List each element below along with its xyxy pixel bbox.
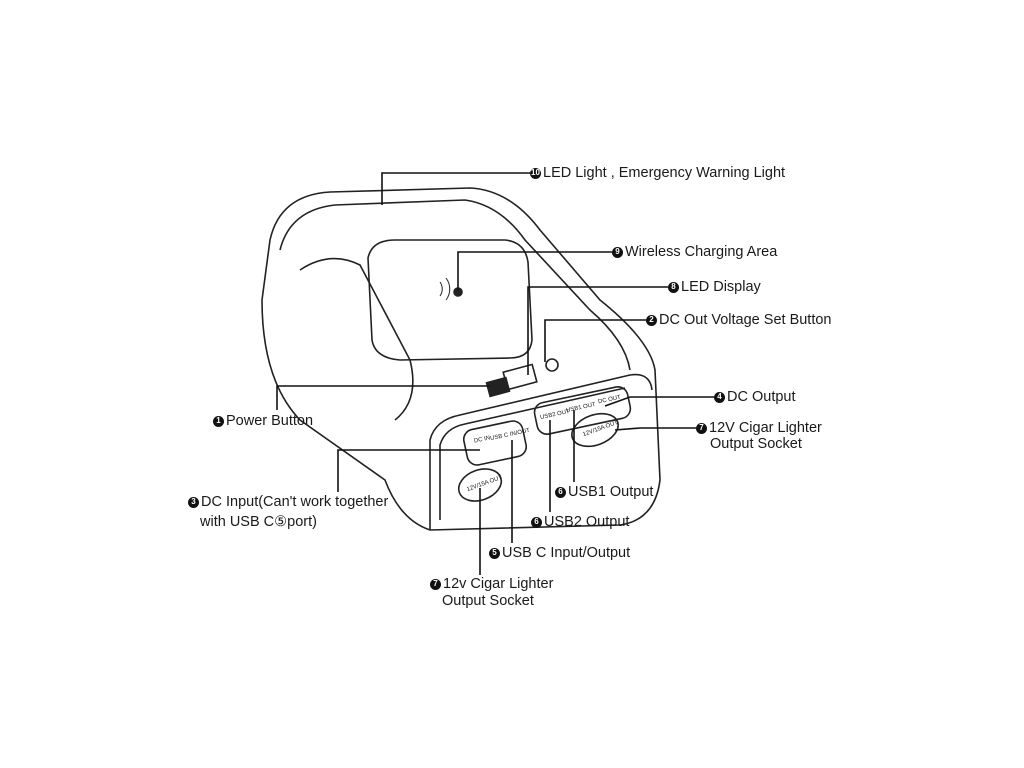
callout-text: LED Display: [681, 279, 761, 295]
number-badge: 7: [696, 422, 707, 434]
led-display: [502, 363, 538, 391]
callout-text: USB1 Output: [568, 484, 654, 500]
callout-text: USB2 Output: [544, 514, 630, 530]
device-body: [261, 187, 661, 531]
number-badge: 8: [668, 281, 679, 293]
number-badge: 2: [646, 314, 657, 326]
number-badge: 4: [714, 391, 725, 403]
number-badge: 3: [188, 496, 199, 508]
wireless-icon: [439, 277, 451, 301]
callout-text: Power Button: [226, 413, 314, 429]
callout-text: Wireless Charging Area: [625, 244, 778, 260]
callout-text-line2: with USB C⑤port): [200, 514, 317, 530]
number-badge: 5: [489, 547, 500, 559]
port-panel-right: [533, 386, 632, 435]
callout-text: 12v Cigar Lighter: [443, 576, 554, 592]
voltage-set-button: [545, 358, 559, 372]
callout-text: 12V Cigar Lighter: [709, 420, 822, 436]
callout-text: DC Out Voltage Set Button: [659, 312, 832, 328]
callout-text: LED Light , Emergency Warning Light: [543, 165, 786, 181]
leader-lines: [276, 172, 714, 575]
number-badge: 7: [430, 578, 441, 590]
callout-text-line2: Output Socket: [442, 593, 534, 609]
number-badge: 10: [530, 167, 541, 179]
wireless-pad: [367, 239, 533, 361]
cigar-socket-left: [457, 468, 503, 502]
callout-text: DC Output: [727, 389, 796, 405]
port-panel-left: [462, 420, 528, 466]
callout-text: USB C Input/Output: [502, 545, 631, 561]
number-badge: 6: [531, 516, 542, 528]
callout-text: DC Input(Can't work together: [201, 494, 389, 510]
number-badge: 6: [555, 486, 566, 498]
number-badge: 1: [213, 415, 224, 427]
number-badge: 9: [612, 246, 623, 258]
callout-text-line2: Output Socket: [710, 436, 802, 452]
power-button: [485, 376, 511, 398]
cigar-socket-right: [571, 412, 619, 448]
